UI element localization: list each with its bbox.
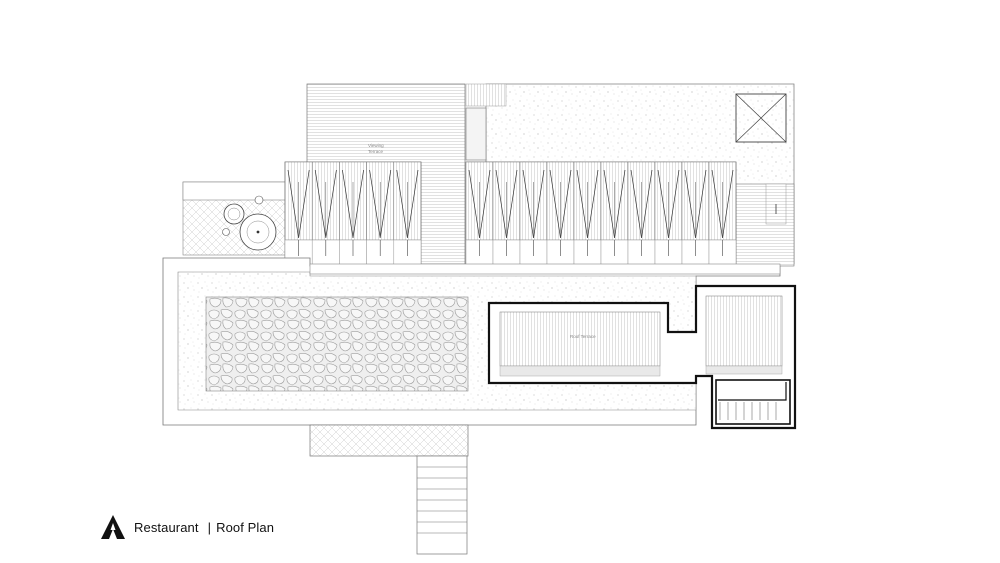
entrance-steps [416, 455, 468, 555]
viewing-terrace-label-1: Viewing [368, 143, 384, 148]
shrub [222, 195, 264, 236]
roof-bay [339, 161, 367, 267]
roof-bay [708, 161, 737, 267]
project-name: Restaurant [134, 519, 199, 535]
roof-bay [573, 161, 602, 267]
title-block: Restaurant | Roof Plan [100, 513, 274, 541]
tree-small [223, 203, 245, 225]
title-separator: | [207, 519, 212, 535]
roof-bays-east [465, 161, 737, 267]
roof-bay [492, 161, 521, 267]
parapet-strip [309, 263, 781, 275]
east-deck [735, 183, 795, 267]
stone-paving [205, 296, 469, 392]
roof-bays-west [284, 161, 422, 267]
roof-bay [366, 161, 395, 267]
tree-large [239, 213, 277, 251]
upper-stair [465, 83, 507, 161]
terrace-stair [715, 379, 791, 425]
viewing-terrace-label-2: Terrace [368, 149, 384, 154]
roof-bay [393, 161, 422, 267]
roof-bay [284, 161, 313, 267]
entrance-canopy [309, 424, 469, 457]
roof-bay [654, 161, 683, 267]
roof-bay [600, 161, 629, 267]
roof-bay [465, 161, 494, 267]
roof-bay [627, 161, 656, 267]
skylight [735, 93, 787, 143]
roof-terrace-label: Roof Terrace [570, 334, 596, 339]
sheet-name: Roof Plan [216, 519, 275, 535]
roof-bay [311, 161, 340, 267]
roof-bay [519, 161, 548, 267]
north-arrow-icon [101, 515, 125, 539]
roof-bay [681, 161, 710, 267]
roof-bay [546, 161, 575, 267]
